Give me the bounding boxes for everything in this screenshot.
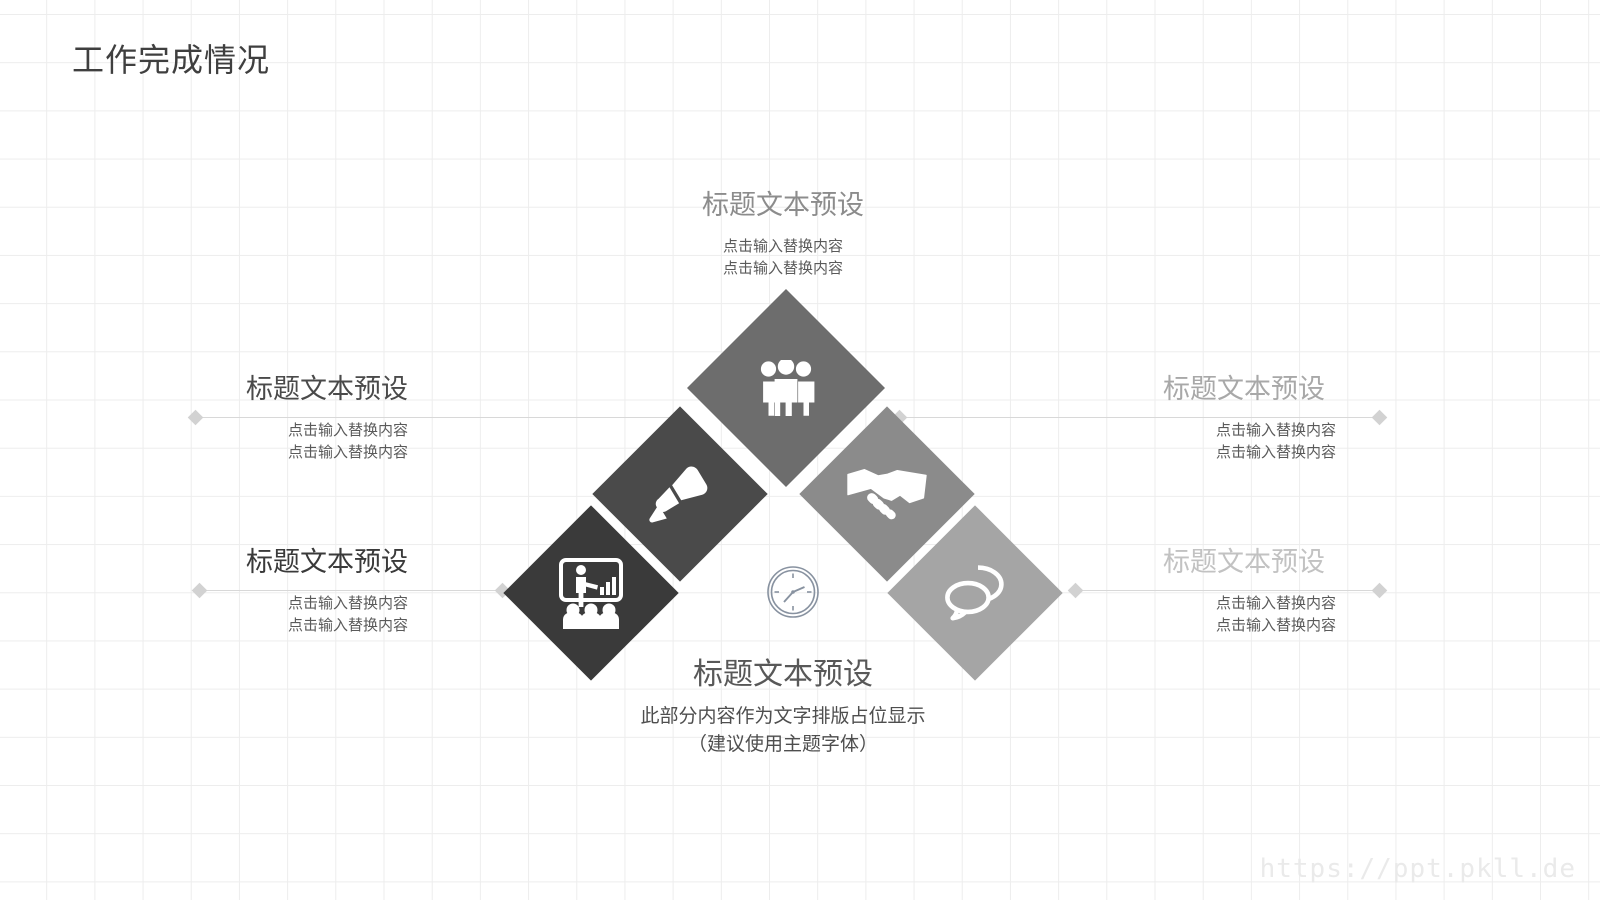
connector-line-right-lower [1076, 590, 1380, 591]
diamond-megaphone[interactable] [592, 406, 768, 582]
callout-line-2: 点击输入替换内容 [1216, 618, 1337, 634]
callout-line-1: 此部分内容作为文字排版占位显示 [640, 706, 926, 727]
callout-right-lower: 标题文本预设 点击输入替换内容 点击输入替换内容 [1163, 545, 1583, 637]
callout-title: 标题文本预设 [246, 547, 408, 577]
callout-line-2: 点击输入替换内容 [287, 618, 408, 634]
clock-icon [766, 565, 820, 624]
callout-top-center: 标题文本预设 点击输入替换内容 点击输入替换内容 [583, 188, 983, 280]
callout-line-1: 点击输入替换内容 [287, 596, 408, 612]
callout-line-2: 点击输入替换内容 [722, 261, 843, 277]
callout-line-2: 点击输入替换内容 [287, 445, 408, 461]
connector-line-left-upper [196, 417, 682, 418]
presentation-icon [529, 531, 653, 655]
callout-line-1: 点击输入替换内容 [1216, 596, 1337, 612]
callout-line-2: （建议使用主题字体） [687, 734, 878, 755]
diamond-people[interactable] [687, 289, 885, 487]
diamond-handshake[interactable] [799, 406, 975, 582]
chat-bubbles-icon [913, 531, 1037, 655]
people-group-icon [716, 318, 856, 458]
callout-line-1: 点击输入替换内容 [722, 239, 843, 255]
handshake-icon [825, 432, 949, 556]
callout-right-upper: 标题文本预设 点击输入替换内容 点击输入替换内容 [1163, 372, 1583, 464]
diamond-presentation[interactable] [503, 505, 679, 681]
callout-title: 标题文本预设 [1163, 374, 1325, 404]
callout-title: 标题文本预设 [1163, 547, 1325, 577]
callout-line-2: 点击输入替换内容 [1216, 445, 1337, 461]
callout-left-upper: 标题文本预设 点击输入替换内容 点击输入替换内容 [0, 372, 408, 464]
watermark: https://ppt.pkll.de [1259, 854, 1576, 884]
callout-title: 标题文本预设 [693, 658, 873, 691]
megaphone-icon [618, 432, 742, 556]
callout-line-1: 点击输入替换内容 [1216, 423, 1337, 439]
connector-line-left-lower [200, 590, 503, 591]
diamond-chat[interactable] [887, 505, 1063, 681]
callout-bottom-center: 标题文本预设 此部分内容作为文字排版占位显示 （建议使用主题字体） [583, 655, 983, 759]
callout-title: 标题文本预设 [246, 374, 408, 404]
connector-dot-right-lower-start [1067, 582, 1084, 599]
connector-line-right-upper [900, 417, 1380, 418]
callout-line-1: 点击输入替换内容 [287, 423, 408, 439]
page-title: 工作完成情况 [72, 42, 271, 78]
callout-title: 标题文本预设 [702, 190, 864, 220]
callout-left-lower: 标题文本预设 点击输入替换内容 点击输入替换内容 [0, 545, 408, 637]
